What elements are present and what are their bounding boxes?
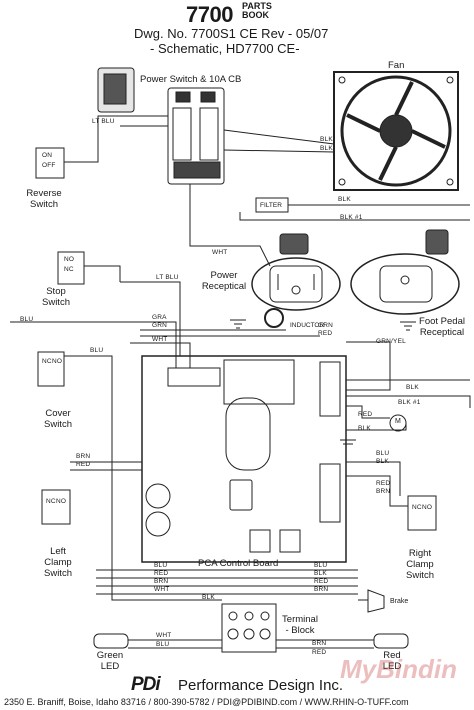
board-relay bbox=[223, 359, 295, 405]
wire-label: BLU bbox=[156, 641, 170, 648]
left-clamp-marking-no: NO bbox=[56, 498, 67, 505]
cover-switch-label: Cover Switch bbox=[44, 408, 72, 430]
wire-label: BLU bbox=[376, 450, 390, 457]
wire-label: BLK #1 bbox=[340, 214, 363, 221]
fan-label: Fan bbox=[388, 60, 405, 71]
inductor-ring bbox=[264, 308, 284, 328]
right-clamp-marking-no: NO bbox=[422, 504, 433, 511]
wire-label: BLK bbox=[202, 594, 215, 601]
drawing-subtitle: - Schematic, HD7700 CE- bbox=[150, 41, 300, 56]
foot-plug-icon bbox=[425, 229, 449, 255]
wire-label: BLK bbox=[376, 458, 389, 465]
wire-label: BRN bbox=[76, 453, 91, 460]
power-receptical-label: Power Receptical bbox=[201, 270, 247, 292]
wire-label: GRN bbox=[152, 322, 168, 329]
wire-label: BRN bbox=[314, 586, 329, 593]
board-connector-right bbox=[319, 361, 341, 417]
red-led-label: Red LED bbox=[382, 650, 402, 672]
wire-label: LT BLU bbox=[156, 274, 179, 281]
right-clamp-switch-body bbox=[407, 495, 437, 531]
parts-book-label: PARTS BOOK bbox=[242, 1, 272, 20]
stop-switch-body bbox=[57, 251, 85, 285]
green-led-body bbox=[93, 633, 129, 649]
wire-label: BLK bbox=[338, 196, 351, 203]
board-cap-1 bbox=[145, 483, 171, 509]
wire-label: BLU bbox=[314, 562, 328, 569]
wire-label: BLU bbox=[20, 316, 34, 323]
wire-label: GRA bbox=[152, 314, 167, 321]
company-address: 2350 E. Braniff, Boise, Idaho 83716 / 80… bbox=[4, 697, 409, 707]
brake-label: Brake bbox=[390, 598, 409, 605]
parts-book-number: 7700 bbox=[186, 2, 233, 27]
breaker-icon bbox=[97, 67, 135, 113]
right-clamp-switch-label: Right Clamp Switch bbox=[406, 548, 434, 581]
brake-symbol bbox=[367, 589, 385, 613]
wire-label: BLK bbox=[314, 570, 327, 577]
wire-label: RED bbox=[76, 461, 91, 468]
cover-marking-no: NO bbox=[52, 358, 63, 365]
left-clamp-switch-label: Left Clamp Switch bbox=[44, 546, 72, 579]
wire-label: BLK bbox=[406, 384, 419, 391]
power-switch-graphic bbox=[167, 87, 225, 185]
wire-label: BRN bbox=[154, 578, 169, 585]
reverse-switch-label: Reverse Switch bbox=[26, 188, 62, 210]
foot-pedal-receptical-graphic bbox=[350, 253, 460, 315]
wire-label: WHT bbox=[154, 586, 170, 593]
board-terminal-strip bbox=[167, 367, 221, 387]
fan-graphic bbox=[333, 71, 459, 191]
wire-label: GRN/YEL bbox=[376, 338, 406, 345]
wire-label: RED bbox=[314, 578, 329, 585]
reverse-marking-on: ON bbox=[42, 152, 53, 159]
board-capacitor bbox=[225, 397, 271, 471]
pca-board-label: PCA Control Board bbox=[198, 558, 279, 569]
terminal-block-body bbox=[221, 603, 277, 653]
wire-label: BRN bbox=[376, 488, 391, 495]
company-name: Performance Design Inc. bbox=[178, 677, 344, 694]
watermark: MyBindin bbox=[340, 654, 457, 684]
wire-label: BRN bbox=[312, 640, 327, 647]
filter-label: FILTER bbox=[260, 202, 282, 209]
wire-label: WHT bbox=[152, 336, 168, 343]
wire-label: BLU bbox=[90, 347, 104, 354]
pca-board-outline bbox=[141, 355, 347, 563]
wire-label: WHT bbox=[156, 632, 172, 639]
wire-label: BLU bbox=[154, 562, 168, 569]
wire-label: LT BLU bbox=[92, 118, 115, 125]
wire-label: RED bbox=[154, 570, 169, 577]
inductor-label: INDUCTOR bbox=[290, 322, 325, 329]
reverse-switch-body bbox=[35, 147, 65, 179]
left-clamp-switch-body bbox=[41, 489, 71, 525]
wire-label: RED bbox=[358, 411, 373, 418]
terminal-block-label: Terminal - Block bbox=[282, 614, 318, 636]
board-connector-lower bbox=[319, 463, 341, 523]
stop-marking-nc: NC bbox=[64, 266, 74, 273]
stop-switch-label: Stop Switch bbox=[42, 286, 70, 308]
red-led-body bbox=[373, 633, 409, 649]
wire-label: BLK bbox=[358, 425, 371, 432]
wire-label: RED bbox=[376, 480, 391, 487]
reverse-marking-off: OFF bbox=[42, 162, 56, 169]
wire-label: GRN bbox=[318, 322, 334, 329]
drawing-number: Dwg. No. 7700S1 CE Rev - 05/07 bbox=[134, 26, 329, 41]
wire-label: BLK bbox=[320, 145, 333, 152]
power-switch-label: Power Switch & 10A CB bbox=[140, 74, 242, 85]
left-clamp-marking-nc: NC bbox=[46, 498, 56, 505]
wire-label: RED bbox=[312, 649, 327, 656]
power-receptical-graphic bbox=[251, 257, 341, 311]
stop-marking-no: NO bbox=[64, 256, 75, 263]
company-logo: PDi bbox=[131, 674, 161, 695]
board-cap-2 bbox=[145, 511, 171, 537]
wire-label: WHT bbox=[212, 249, 228, 256]
right-clamp-marking-nc: NC bbox=[412, 504, 422, 511]
motor-label: M bbox=[395, 418, 401, 425]
plug-icon bbox=[279, 233, 309, 255]
green-led-label: Green LED bbox=[96, 650, 124, 672]
wire-label: BLK bbox=[320, 136, 333, 143]
wire-label: RED bbox=[318, 330, 333, 337]
wire-label: BLK #1 bbox=[398, 399, 421, 406]
cover-switch-body bbox=[37, 351, 65, 387]
cover-marking-nc: NC bbox=[42, 358, 52, 365]
foot-pedal-receptical-label: Foot Pedal Receptical bbox=[419, 316, 465, 338]
